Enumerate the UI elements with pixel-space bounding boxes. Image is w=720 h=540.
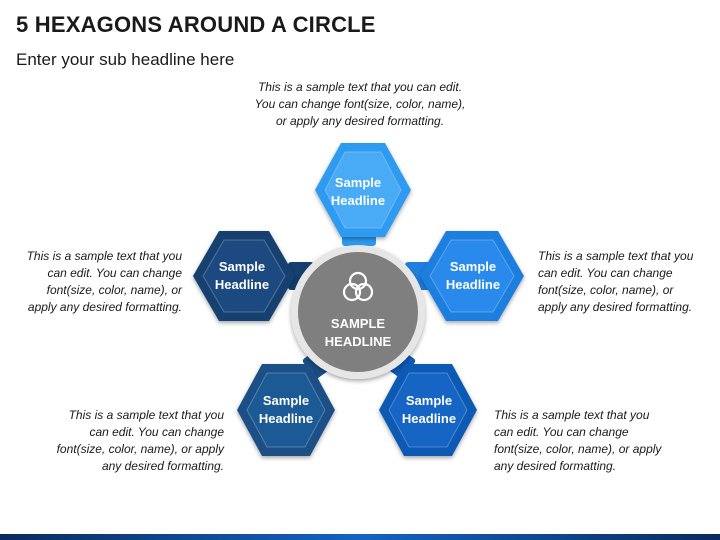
page-subtitle: Enter your sub headline here	[16, 50, 235, 69]
note-left: This is a sample text that you can edit.…	[26, 249, 182, 314]
note-right: This is a sample text that you can edit.…	[538, 249, 694, 314]
center-circle: SAMPLE HEADLINE	[291, 245, 425, 379]
hexagon-bottom-left-inner	[246, 372, 326, 448]
hexagon-right-label-1: Sample	[450, 259, 496, 274]
hexagon-right-label-2: Headline	[446, 277, 500, 292]
note-bottom-left: This is a sample text that you can edit.…	[56, 408, 224, 473]
hexagon-bottom-left-label-2: Headline	[259, 411, 313, 426]
center-label-1: SAMPLE	[331, 316, 386, 331]
note-top: This is a sample text that you can edit.…	[254, 80, 466, 128]
hexagon-bottom-right-label-2: Headline	[402, 411, 456, 426]
hexagon-right-inner	[429, 239, 515, 313]
bottom-accent-bar	[0, 534, 720, 540]
hexagon-bottom-right: Sample Headline	[379, 364, 477, 456]
hexagon-left-label-2: Headline	[215, 277, 269, 292]
note-bottom-right: This is a sample text that you can edit.…	[494, 408, 662, 473]
hexagon-bottom-right-label-1: Sample	[406, 393, 452, 408]
venn-circles-icon	[342, 271, 374, 302]
hexagon-top-label-2: Headline	[331, 193, 385, 208]
hexagon-left-label-1: Sample	[219, 259, 265, 274]
hexagon-top-inner	[324, 151, 402, 229]
hexagon-bottom-right-inner	[388, 372, 468, 448]
hexagon-bottom-left: Sample Headline	[237, 364, 335, 456]
hexagon-left: Sample Headline	[193, 231, 295, 321]
center-circle-fill	[298, 252, 418, 372]
hexagon-top: Sample Headline	[315, 143, 411, 237]
hexagon-left-inner	[202, 239, 286, 313]
hexagon-bottom-left-label-1: Sample	[263, 393, 309, 408]
page-title: 5 HEXAGONS AROUND A CIRCLE	[16, 12, 376, 37]
center-label-2: HEADLINE	[325, 334, 392, 349]
hexagon-top-label-1: Sample	[335, 175, 381, 190]
hexagon-right: Sample Headline	[420, 231, 524, 321]
